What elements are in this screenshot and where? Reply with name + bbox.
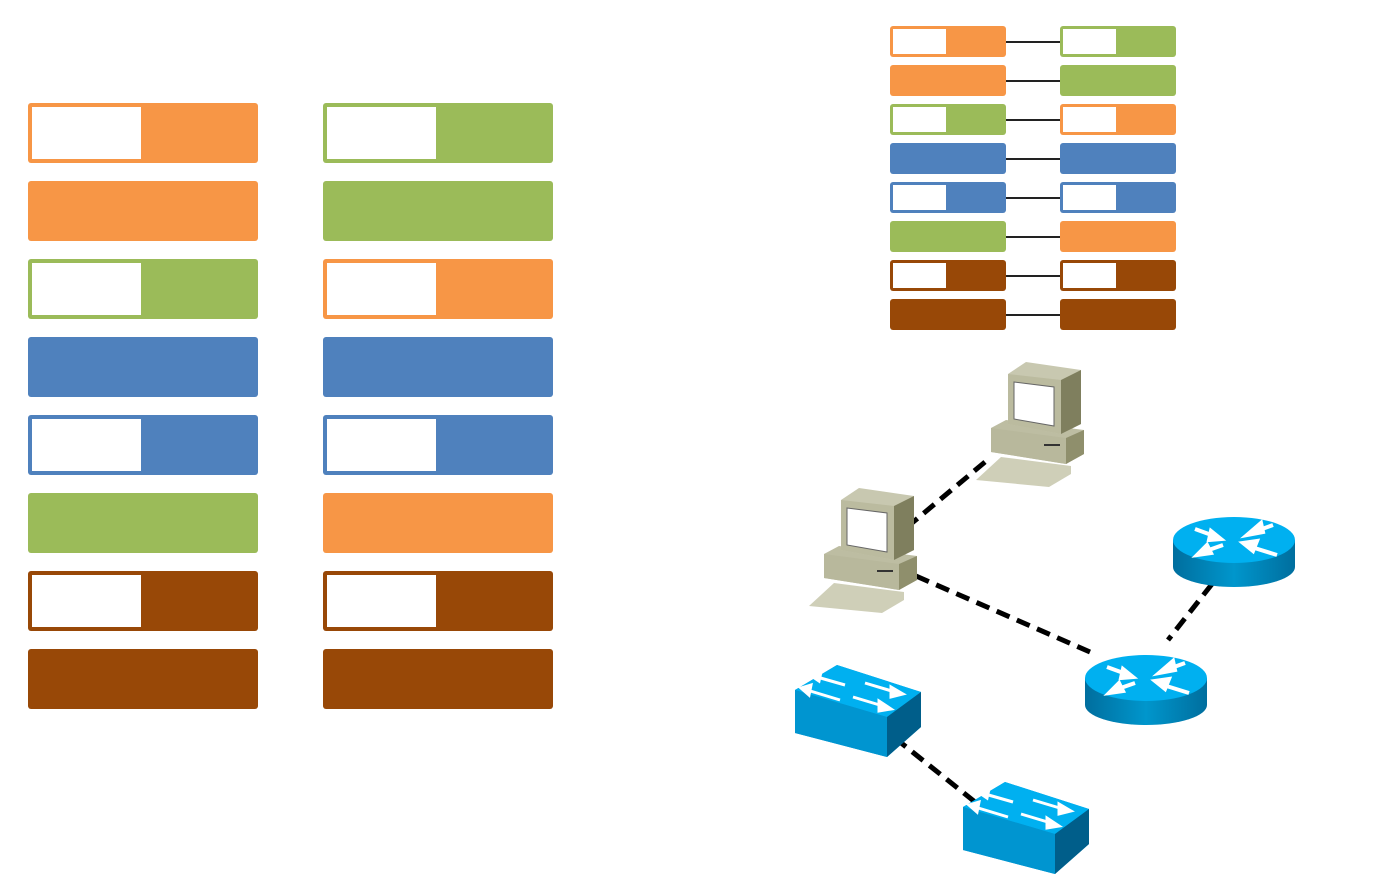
white-stripe (1063, 29, 1116, 54)
small-end-a-wire-5 (890, 182, 1006, 213)
white-stripe (1063, 107, 1116, 132)
small-end-a-wire-3 (890, 104, 1006, 135)
large-end-b-wire-8 (323, 649, 553, 709)
large-end-a-wire-5 (28, 415, 258, 475)
white-stripe (327, 107, 436, 159)
large-end-a-wire-6 (28, 493, 258, 553)
small-end-b-wire-4 (1060, 143, 1176, 174)
small-end-b-wire-1 (1060, 26, 1176, 57)
pin-link-3 (1006, 119, 1060, 121)
small-end-b-wire-7 (1060, 260, 1176, 291)
large-end-a-wire-4 (28, 337, 258, 397)
network-links (893, 460, 1214, 804)
pc-1-icon (975, 361, 1085, 488)
small-end-b-wire-5 (1060, 182, 1176, 213)
pin-link-8 (1006, 314, 1060, 316)
white-stripe (893, 107, 946, 132)
large-end-b-wire-6 (323, 493, 553, 553)
white-stripe (1063, 185, 1116, 210)
small-end-b-wire-3 (1060, 104, 1176, 135)
small-end-b-wire-6 (1060, 221, 1176, 252)
router-1-icon (1171, 515, 1297, 589)
white-stripe (893, 263, 946, 288)
white-stripe (327, 419, 436, 471)
small-end-b-wire-8 (1060, 299, 1176, 330)
large-end-a-wire-2 (28, 181, 258, 241)
white-stripe (327, 575, 436, 627)
link-pc2-router2 (914, 573, 1092, 655)
link-switch1-switch2 (893, 736, 977, 804)
large-end-a-wire-3 (28, 259, 258, 319)
white-stripe (32, 107, 141, 159)
white-stripe (32, 263, 141, 315)
large-end-b-wire-7 (323, 571, 553, 631)
large-end-a-wire-8 (28, 649, 258, 709)
small-end-a-wire-4 (890, 143, 1006, 174)
white-stripe (327, 263, 436, 315)
link-pc1-pc2 (910, 460, 987, 525)
switch-2-icon (961, 780, 1091, 876)
pin-link-1 (1006, 41, 1060, 43)
large-end-b-wire-3 (323, 259, 553, 319)
small-end-a-wire-6 (890, 221, 1006, 252)
pin-link-7 (1006, 275, 1060, 277)
large-end-a-wire-7 (28, 571, 258, 631)
small-end-a-wire-2 (890, 65, 1006, 96)
link-router1-router2 (1166, 582, 1214, 642)
pc-2-icon (808, 487, 918, 614)
large-end-b-wire-5 (323, 415, 553, 475)
white-stripe (893, 185, 946, 210)
pin-link-2 (1006, 80, 1060, 82)
small-end-a-wire-1 (890, 26, 1006, 57)
white-stripe (1063, 263, 1116, 288)
small-end-a-wire-7 (890, 260, 1006, 291)
white-stripe (893, 29, 946, 54)
large-end-a-wire-1 (28, 103, 258, 163)
small-end-a-wire-8 (890, 299, 1006, 330)
white-stripe (32, 575, 141, 627)
pin-link-6 (1006, 236, 1060, 238)
large-end-b-wire-2 (323, 181, 553, 241)
large-end-b-wire-1 (323, 103, 553, 163)
pin-link-4 (1006, 158, 1060, 160)
pin-link-5 (1006, 197, 1060, 199)
switch-1-icon (793, 663, 923, 759)
router-2-icon (1083, 653, 1209, 727)
large-end-b-wire-4 (323, 337, 553, 397)
small-end-b-wire-2 (1060, 65, 1176, 96)
white-stripe (32, 419, 141, 471)
